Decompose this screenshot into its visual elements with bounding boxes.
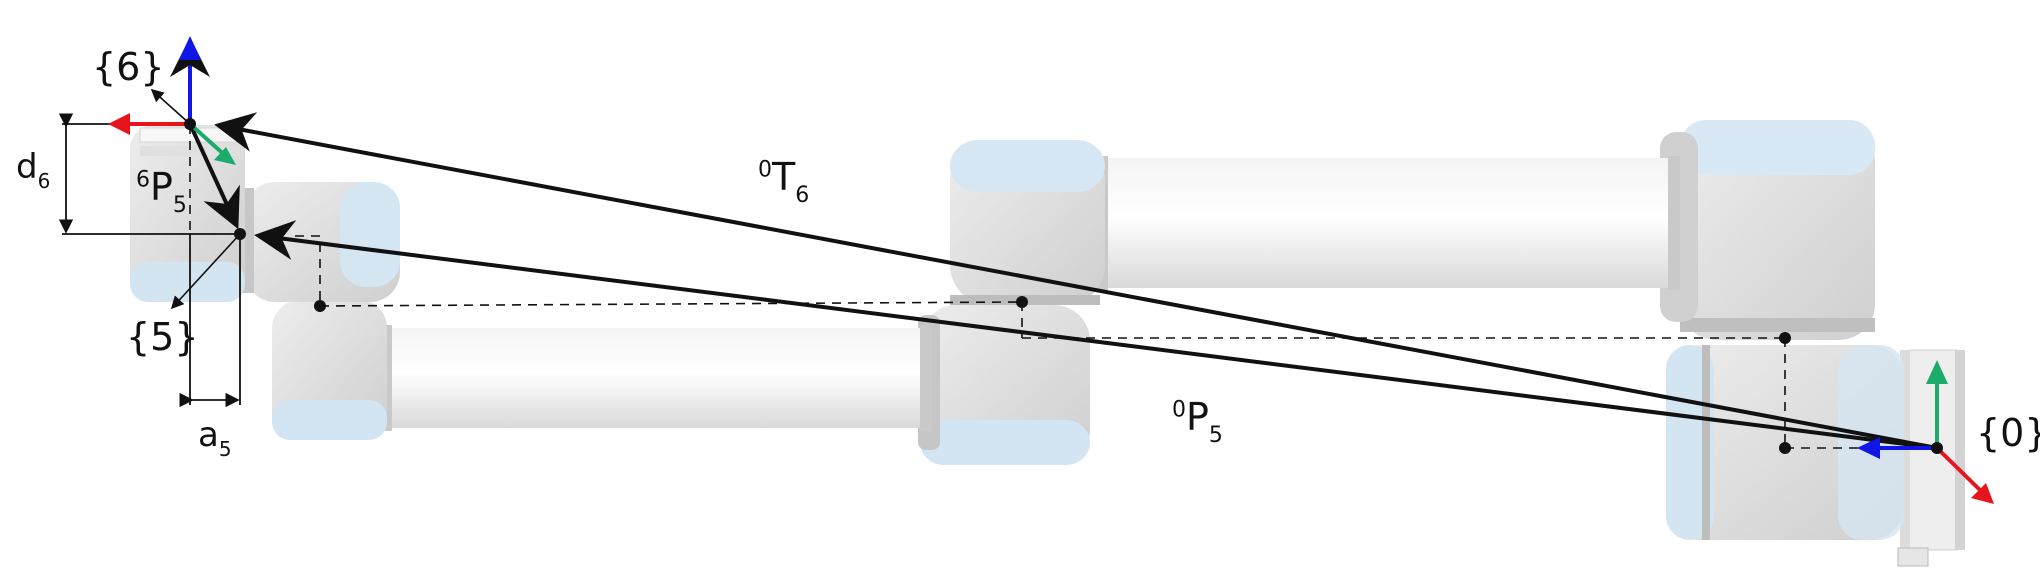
label-0T6: 0T6 bbox=[758, 155, 810, 208]
robot-base bbox=[1666, 345, 1965, 567]
dashed-forearm-line bbox=[319, 301, 1023, 307]
dimension-a5 bbox=[179, 234, 241, 408]
frame-0-label: {0} bbox=[1976, 411, 2040, 455]
joint-points bbox=[314, 296, 1791, 454]
frame6-pointer bbox=[150, 88, 191, 125]
frame0-origin bbox=[1931, 442, 1943, 454]
robot-forearm bbox=[380, 325, 932, 431]
vector-0P5 bbox=[254, 220, 1938, 450]
vector-0T6 bbox=[214, 112, 1938, 450]
frame-6-axes bbox=[108, 36, 236, 165]
frame-0-axes bbox=[1857, 360, 1994, 504]
robot-shoulder-joint bbox=[1660, 120, 1875, 340]
label-d6: d6 bbox=[16, 147, 51, 193]
vector-6P5 bbox=[188, 123, 240, 230]
label-a5: a5 bbox=[198, 415, 232, 461]
frame-5-label: {5} bbox=[126, 315, 199, 359]
frame5-pointer bbox=[170, 233, 241, 310]
dashed-wrist-offset bbox=[295, 235, 321, 306]
frame6-origin bbox=[184, 118, 196, 130]
frame-5-axes bbox=[170, 228, 246, 310]
label-0P5: 0P5 bbox=[1172, 395, 1223, 448]
frame0-x-axis bbox=[1935, 446, 1984, 494]
frame-6-label: {6} bbox=[92, 45, 165, 89]
robot-elbow-joint bbox=[918, 140, 1105, 465]
robot-arm-illustration bbox=[130, 120, 1965, 567]
kinematic-vectors bbox=[188, 112, 1938, 450]
robot-upper-arm bbox=[1096, 156, 1680, 290]
label-6P5: 6P5 bbox=[136, 165, 187, 218]
frame5-origin bbox=[234, 228, 246, 240]
